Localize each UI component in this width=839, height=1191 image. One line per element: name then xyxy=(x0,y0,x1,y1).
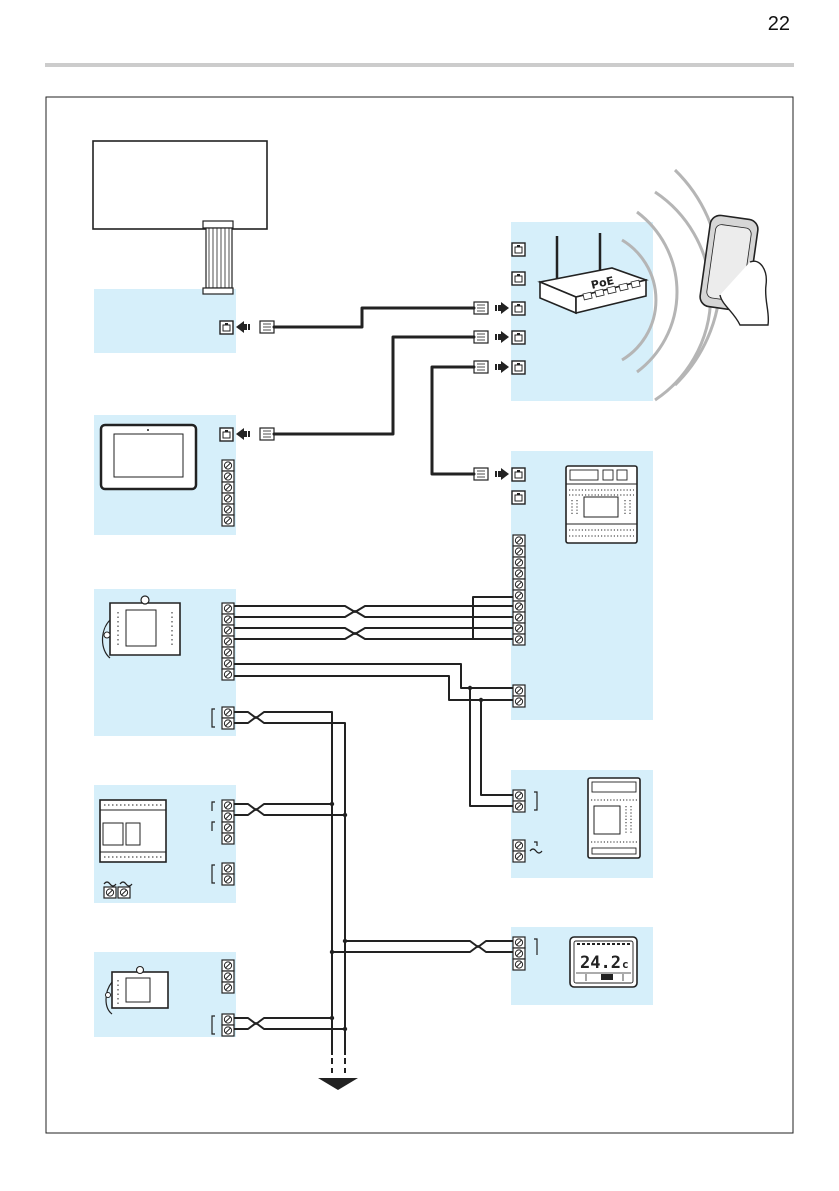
ethernet-connector-icon xyxy=(220,428,233,441)
display-panel-icon xyxy=(93,141,267,294)
ethernet-plug-icon xyxy=(260,321,274,333)
door-entry-terminal-strip xyxy=(222,603,234,680)
controller-terminal-strip xyxy=(513,535,525,645)
ethernet-plug-icon xyxy=(260,428,274,440)
actuator-module-icon xyxy=(588,778,640,858)
ethernet-connector-icon xyxy=(220,321,233,334)
display-block xyxy=(94,289,236,353)
bus-wiring xyxy=(234,712,513,1073)
door-entry-unit-icon xyxy=(103,596,181,658)
bus-continuation-arrow-icon xyxy=(318,1078,358,1090)
thermostat-reading: 24.2 xyxy=(580,953,621,973)
power-supply-icon xyxy=(100,800,166,862)
router-plugs xyxy=(474,302,509,373)
monitor-terminal-strip xyxy=(222,460,234,526)
network-cables xyxy=(274,308,474,474)
arrow-icon xyxy=(236,428,250,440)
controller-power-terminal xyxy=(513,685,525,707)
thermostat-unit: c xyxy=(622,958,629,971)
page-number: 22 xyxy=(768,13,790,35)
thermostat-icon: 24.2 c xyxy=(570,937,637,987)
control-wiring xyxy=(234,597,513,806)
touch-monitor-icon xyxy=(101,425,196,489)
arrow-icon xyxy=(236,321,250,333)
home-automation-controller-icon xyxy=(566,466,637,543)
secondary-entry-unit-icon xyxy=(106,967,169,1015)
header-rule xyxy=(45,63,794,67)
